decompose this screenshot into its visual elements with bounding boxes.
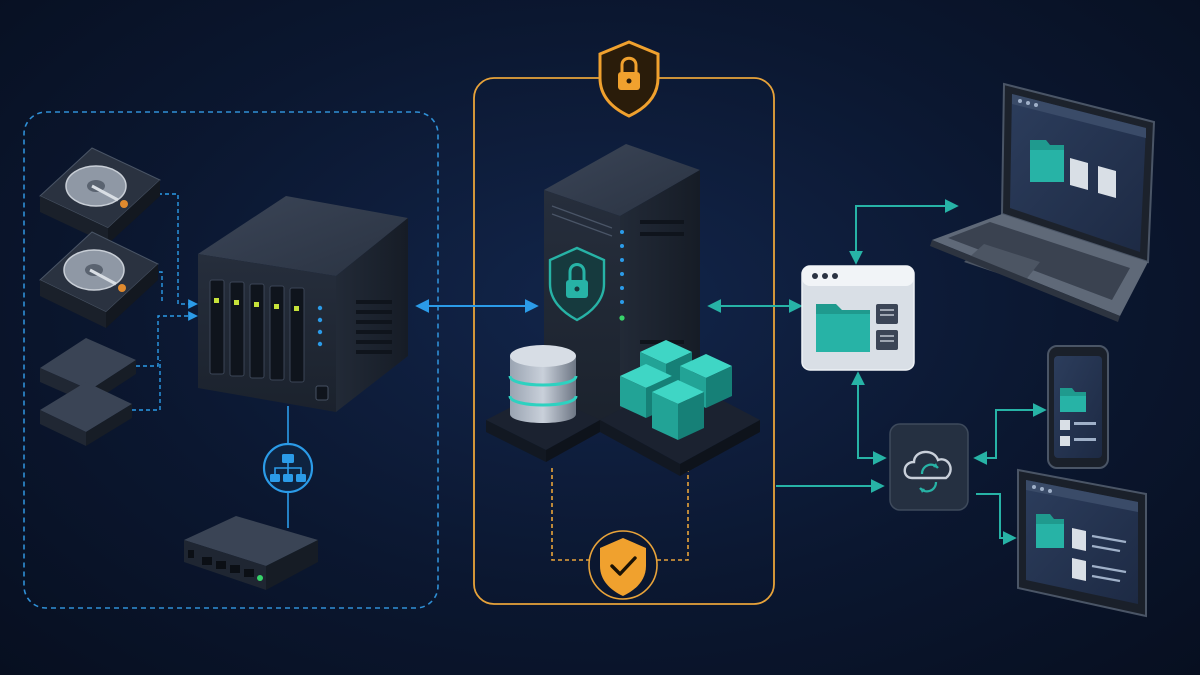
filewindow-cloud-arrow-tail: [857, 430, 887, 465]
tablet-icon: [1017, 468, 1147, 618]
cloud-sync-icon: [889, 423, 969, 511]
network-switch-icon: [184, 516, 318, 590]
ssd-icon: [40, 382, 132, 446]
check-shield-icon: [588, 530, 658, 600]
local-storage-zone: [23, 111, 439, 609]
nas-icon: [198, 196, 408, 412]
lock-shield-icon: [598, 40, 660, 118]
laptop-icon: [930, 82, 1156, 322]
drive-connectors: [132, 193, 198, 411]
filewindow-laptop-arrow: [849, 199, 959, 265]
network-topology-icon: [262, 442, 314, 494]
lock-shield-icon: [548, 246, 606, 322]
cloud-phone-arrow: [973, 403, 1047, 465]
database-icon: [486, 345, 600, 462]
hard-drive-icon: [39, 231, 159, 328]
phone-icon: [1047, 345, 1109, 469]
folder-window-icon: [801, 265, 915, 371]
cloud-tablet-arrow: [976, 493, 1017, 545]
integrity-connectors: [551, 468, 689, 561]
storage-cubes-icon: [600, 340, 760, 476]
hard-drive-icon: [39, 147, 161, 244]
